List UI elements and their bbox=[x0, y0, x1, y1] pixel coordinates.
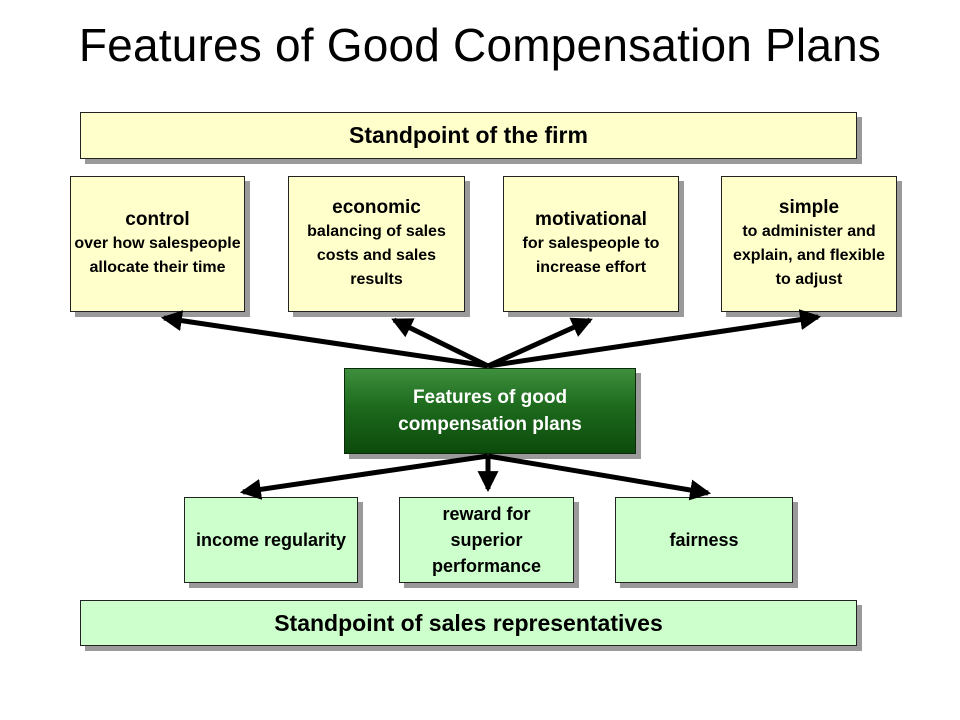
center-box-label: Features of good compensation plans bbox=[398, 387, 582, 435]
rep-box-fairness: fairness bbox=[615, 497, 793, 583]
arrow-to-simple bbox=[487, 309, 822, 369]
arrow-to-economic bbox=[391, 317, 490, 369]
feature-box-simple: simple to administer and explain, and fl… bbox=[721, 176, 897, 312]
rep-box-label: income regularity bbox=[195, 530, 347, 550]
center-box-features: Features of good compensation plans bbox=[344, 368, 636, 454]
feature-detail: over how salespeople allocate their time bbox=[74, 235, 241, 276]
feature-heading: economic bbox=[332, 197, 421, 218]
rep-box-label: reward for superior performance bbox=[431, 504, 542, 576]
arrow-to-income bbox=[239, 453, 489, 500]
feature-detail: to administer and explain, and flexible … bbox=[732, 223, 886, 288]
arrow-to-control bbox=[160, 310, 489, 369]
feature-heading: simple bbox=[778, 197, 840, 218]
feature-box-motivational: motivational for salespeople to increase… bbox=[503, 176, 679, 312]
feature-detail: for salespeople to increase effort bbox=[522, 235, 660, 276]
feature-box-control: control over how salespeople allocate th… bbox=[70, 176, 245, 312]
rep-standpoint-label: Standpoint of sales representatives bbox=[274, 609, 663, 636]
rep-standpoint-banner: Standpoint of sales representatives bbox=[80, 600, 857, 646]
feature-heading: control bbox=[125, 209, 190, 230]
arrow-to-fairness bbox=[487, 453, 712, 501]
rep-box-label: fairness bbox=[669, 530, 739, 550]
firm-standpoint-label: Standpoint of the firm bbox=[349, 122, 588, 148]
rep-box-reward: reward for superior performance bbox=[399, 497, 574, 583]
feature-detail: balancing of sales costs and sales resul… bbox=[307, 223, 446, 288]
slide-title: Features of Good Compensation Plans bbox=[78, 19, 882, 71]
feature-heading: motivational bbox=[535, 209, 647, 230]
firm-standpoint-banner: Standpoint of the firm bbox=[80, 112, 857, 159]
rep-box-income-regularity: income regularity bbox=[184, 497, 358, 583]
feature-box-economic: economic balancing of sales costs and sa… bbox=[288, 176, 465, 312]
arrow-to-motivational bbox=[486, 317, 593, 369]
